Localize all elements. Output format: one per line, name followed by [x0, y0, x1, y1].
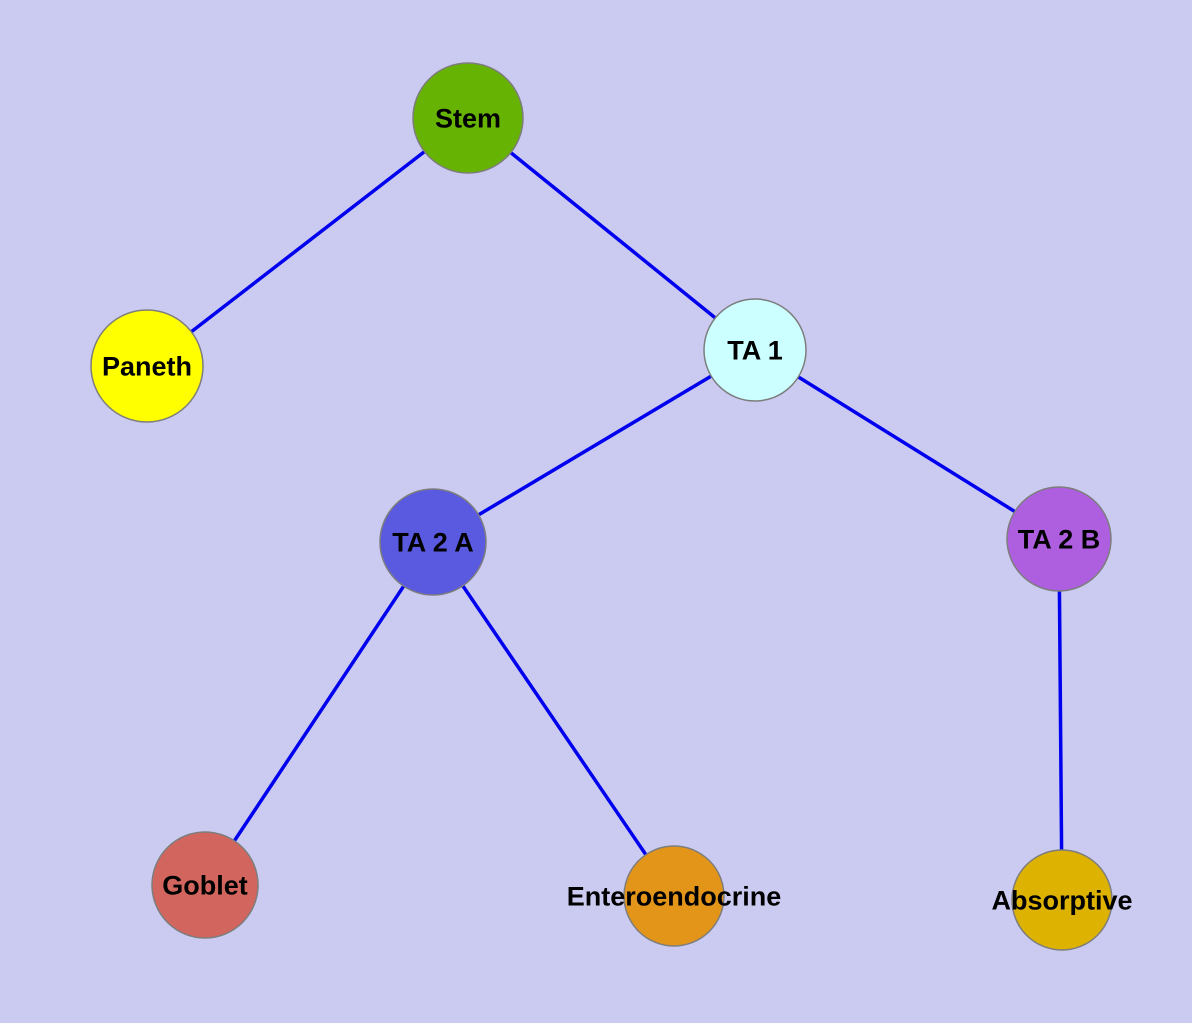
node-label-ta2b: TA 2 B	[1018, 524, 1101, 554]
node-label-ta2a: TA 2 A	[392, 527, 474, 557]
edge-ta2a-goblet	[203, 541, 435, 886]
node-label-ta1: TA 1	[727, 335, 783, 365]
edge-ta2a-enteroendocrine	[431, 541, 676, 897]
node-goblet	[151, 831, 259, 939]
edge-stem-ta1	[466, 116, 757, 352]
node-paneth	[90, 309, 204, 423]
node-ta2a	[379, 488, 487, 596]
node-label-absorptive: Absorptive	[991, 885, 1132, 915]
node-ta1	[703, 298, 807, 402]
edge-ta2b-absorptive	[1057, 538, 1064, 901]
node-label-paneth: Paneth	[102, 351, 192, 381]
edge-stem-paneth	[145, 116, 470, 368]
node-stem	[412, 62, 524, 174]
node-ta2b	[1006, 486, 1112, 592]
node-label-enteroendocrine: Enteroendocrine	[567, 881, 782, 911]
node-label-stem: Stem	[435, 103, 501, 133]
node-enteroendocrine	[623, 845, 725, 947]
edge-ta1-ta2a	[432, 348, 756, 544]
edge-ta1-ta2b	[754, 348, 1060, 541]
node-label-goblet: Goblet	[162, 870, 248, 900]
node-absorptive	[1011, 849, 1113, 951]
